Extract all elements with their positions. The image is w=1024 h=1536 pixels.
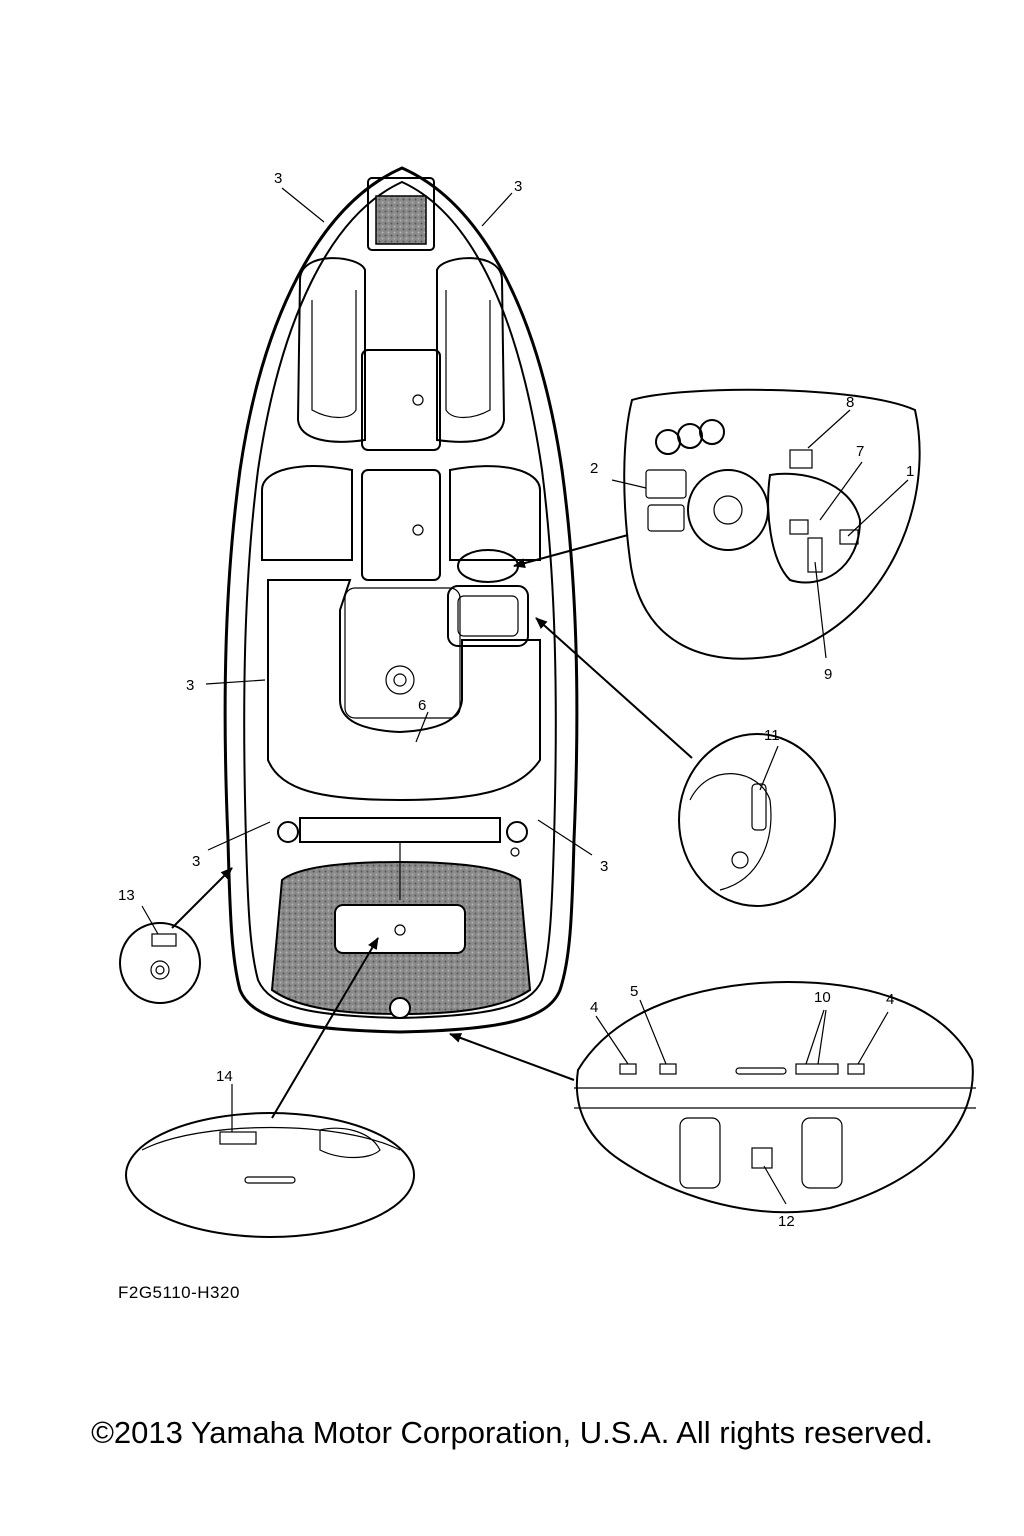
callout-4-right: 4 <box>886 991 894 1008</box>
callout-3-bow-right: 3 <box>514 178 522 195</box>
part-code: F2G5110-H320 <box>118 1283 240 1302</box>
detail-side-view <box>678 733 836 907</box>
callout-5: 5 <box>630 983 638 1000</box>
copyright-notice: ©2013 Yamaha Motor Corporation, U.S.A. A… <box>91 1415 933 1450</box>
callout-9: 9 <box>824 666 832 683</box>
callout-12: 12 <box>778 1213 795 1230</box>
callout-labels: 3 3 8 7 2 1 9 3 6 11 3 3 13 10 5 4 4 14 … <box>118 170 914 1230</box>
boat-hull <box>223 166 579 1034</box>
callout-3-aft-left: 3 <box>192 853 200 870</box>
callout-1: 1 <box>906 463 914 480</box>
callout-6: 6 <box>418 697 426 714</box>
detail-dash-view <box>623 388 921 660</box>
callout-8: 8 <box>846 394 854 411</box>
detail-stern-view <box>574 980 976 1214</box>
callout-14: 14 <box>216 1068 233 1085</box>
callout-3-bow-left: 3 <box>274 170 282 187</box>
callout-13: 13 <box>118 887 135 904</box>
callout-3-port: 3 <box>186 677 194 694</box>
leader-lines <box>141 187 909 1205</box>
detail-hull-side-view <box>119 922 201 1004</box>
callout-2: 2 <box>590 460 598 477</box>
callout-4-left: 4 <box>590 999 598 1016</box>
callout-10: 10 <box>814 989 831 1006</box>
callout-7: 7 <box>856 443 864 460</box>
callout-3-aft-right: 3 <box>600 858 608 875</box>
detail-rear-storage-view <box>125 1112 415 1238</box>
callout-11: 11 <box>764 727 780 744</box>
